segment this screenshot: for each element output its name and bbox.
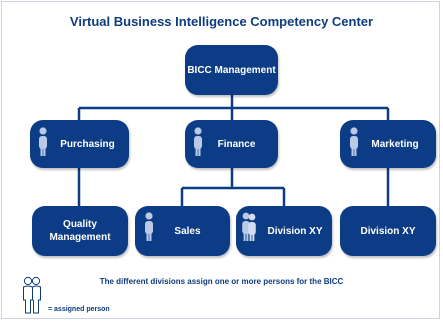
footer-note: The different divisions assign one or mo… bbox=[99, 277, 344, 286]
diagram-title: Virtual Business Intelligence Competency… bbox=[69, 14, 374, 29]
division-xy-finance-label: Division XY bbox=[267, 225, 323, 237]
quality-management-label: Quality Management bbox=[49, 219, 111, 243]
person-outline-icon bbox=[23, 276, 41, 314]
person-icon bbox=[145, 212, 153, 241]
sales-label: Sales bbox=[174, 225, 201, 237]
quality-management-box: Quality Management bbox=[32, 206, 128, 256]
person-icon bbox=[194, 127, 202, 156]
division-xy-marketing-box: Division XY bbox=[340, 206, 436, 256]
purchasing-label: Purchasing bbox=[60, 138, 115, 150]
bicc-management-label: BICC Management bbox=[187, 64, 276, 76]
person-icon bbox=[39, 127, 47, 156]
division-xy-marketing-label: Division XY bbox=[360, 225, 416, 237]
marketing-label: Marketing bbox=[371, 138, 419, 150]
bicc-management-box: BICC Management bbox=[185, 45, 278, 95]
person-group-icon bbox=[242, 212, 256, 241]
finance-label: Finance bbox=[217, 138, 256, 150]
legend-label: = assigned person bbox=[48, 306, 110, 313]
person-icon bbox=[350, 127, 358, 156]
diagram-frame bbox=[1, 1, 440, 319]
